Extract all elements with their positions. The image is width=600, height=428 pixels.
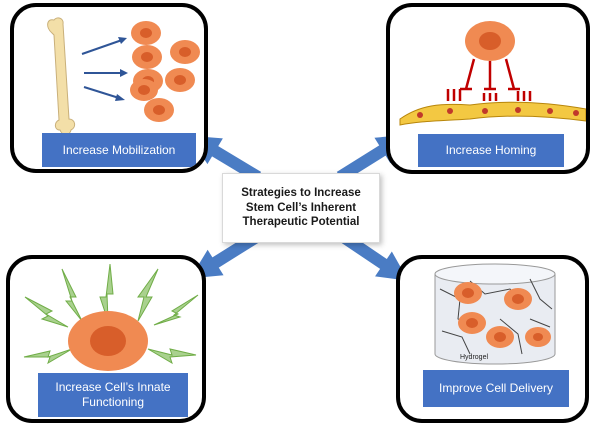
stem-cells — [130, 21, 200, 122]
hydrogel-text: Hydrogel — [460, 354, 488, 361]
arrow-to-delivery — [338, 231, 409, 281]
delivery-panel: Hydrogel Improve Cell Delivery — [396, 255, 589, 423]
mobilization-panel: Increase Mobilization — [10, 3, 208, 173]
bone-icon — [47, 17, 76, 135]
functioning-label: Increase Cell’s Innate Functioning — [38, 373, 188, 417]
functioning-illustration — [23, 263, 199, 371]
mobilization-label: Increase Mobilization — [42, 133, 196, 167]
central-title: Strategies to Increase Stem Cell’s Inher… — [241, 186, 361, 229]
hydrogel-cylinder — [434, 263, 556, 365]
homing-label: Increase Homing — [418, 134, 564, 167]
functioning-cell — [68, 311, 148, 371]
homing-illustration — [399, 21, 586, 126]
delivery-illustration: Hydrogel — [434, 263, 556, 365]
mobilization-illustration — [47, 17, 200, 135]
homing-cell — [465, 21, 515, 61]
signal-bolts — [23, 263, 199, 365]
mobilization-arrows — [81, 37, 128, 101]
adhesion-receptors — [446, 58, 532, 101]
embedded-cells — [454, 282, 551, 348]
delivery-label: Improve Cell Delivery — [423, 370, 569, 407]
functioning-panel: Increase Cell’s Innate Functioning — [6, 255, 206, 423]
central-strategy-box: Strategies to Increase Stem Cell’s Inher… — [222, 173, 380, 243]
endothelium — [399, 101, 586, 126]
homing-panel: Increase Homing — [386, 3, 590, 174]
